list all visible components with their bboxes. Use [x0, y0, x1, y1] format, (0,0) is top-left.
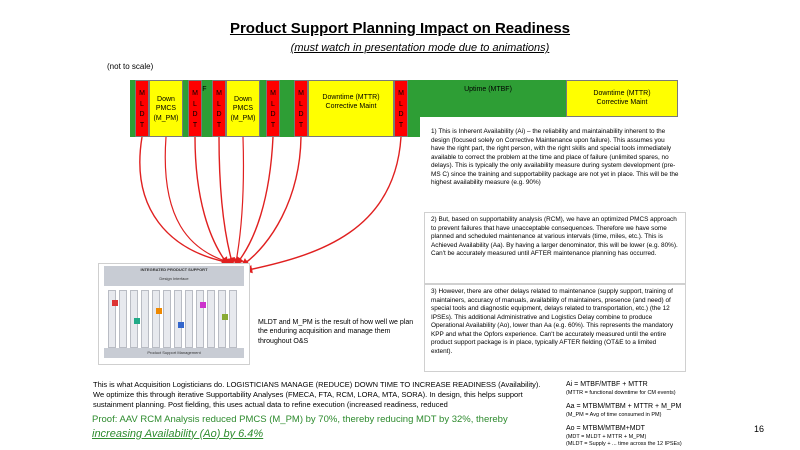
mldt-letter: L: [271, 100, 275, 108]
pillar-icon: [156, 308, 162, 314]
formula-aa-text: Aa = MTBM/MTBM + MTTR + M_PM: [566, 403, 682, 410]
pmcs-box-1: Down PMCS (M_PM): [149, 80, 183, 137]
mldt-letter: M: [270, 90, 276, 97]
mldt-letter: D: [139, 111, 145, 118]
support-roof: [104, 266, 244, 286]
formula-ao: Ao = MTBM/MTBM+MDT (MDT = MLDT + MTTR + …: [566, 424, 746, 449]
mttr-line: Downtime (MTTR): [593, 90, 651, 97]
arrow-5: [240, 136, 302, 267]
mldt-letter: L: [193, 100, 197, 108]
pmcs-line: PMCS: [232, 105, 254, 113]
mldt-letter: M: [398, 90, 404, 97]
mldt-letter: M: [216, 90, 222, 97]
mldt-letter: L: [217, 100, 221, 108]
pillar-icon: [134, 318, 140, 324]
arrow-1: [139, 136, 231, 266]
downtime-mttr-box-2: Downtime (MTTR) Corrective Maint: [566, 80, 678, 117]
support-pillar: [207, 290, 215, 348]
mttr-line: Downtime (MTTR): [322, 94, 380, 101]
pmcs-line: PMCS: [155, 105, 177, 113]
support-pillar: [185, 290, 193, 348]
proof-line-2: increasing Availability (Ao) by 6.4%: [92, 427, 264, 440]
page-subtitle: (must watch in presentation mode due to …: [290, 42, 550, 54]
pmcs-line: (M_PM): [153, 114, 179, 122]
page-title: Product Support Planning Impact on Readi…: [229, 20, 571, 37]
formula-ai: Ai = MTBF/MTBF + MTTR (MTTR = functional…: [566, 380, 746, 397]
support-pillar: [174, 290, 182, 348]
formula-aa: Aa = MTBM/MTBM + MTTR + M_PM (M_PM = Avg…: [566, 402, 746, 419]
mldt-note: MLDT and M_PM is the result of how well …: [258, 319, 414, 345]
mldt-letter: D: [298, 111, 304, 118]
formula-ai-sub: (MTTR = functional downtime for CM event…: [566, 389, 676, 396]
support-pillar: [229, 290, 237, 348]
mldt-letter: T: [270, 121, 276, 129]
mldt-column-5: M L D T: [294, 80, 308, 137]
arrow-6: [243, 136, 402, 274]
mldt-letter: D: [216, 111, 222, 118]
arrow-4: [235, 136, 274, 266]
formula-ai-text: Ai = MTBF/MTBF + MTTR: [566, 381, 648, 388]
arrow-2: [194, 136, 229, 266]
mldt-letter: M: [139, 90, 145, 97]
support-base: [104, 348, 244, 358]
arrow-pmcs-1: [164, 136, 232, 265]
pmcs-box-2: Down PMCS (M_PM): [226, 80, 260, 137]
pillar-icon: [200, 302, 206, 308]
mldt-column-3: M L D T: [212, 80, 226, 137]
arrow-pmcs-2: [233, 136, 245, 266]
proof-statement: Proof: AAV RCM Analysis reduced PMCS (M_…: [92, 414, 552, 442]
note-inherent-availability: 1) This is Inherent Availability (Ai) – …: [424, 124, 686, 212]
bottom-text: This is what Acquisition Logisticians do…: [93, 380, 541, 409]
mldt-letter: M: [298, 90, 304, 97]
mldt-letter: M: [192, 90, 198, 97]
support-base-label: Product Support Management: [147, 350, 201, 355]
proof-line-1: Proof: AAV RCM Analysis reduced PMCS (M_…: [92, 414, 508, 425]
support-pillar: [119, 290, 127, 348]
support-pillar: [196, 290, 204, 348]
formula-ao-sub-2: (MLDT = Supply + ... time across the 12 …: [566, 441, 682, 448]
mldt-column-2: M L D T: [188, 80, 202, 137]
mttr-line: Corrective Maint: [596, 99, 648, 107]
pmcs-line: Down: [157, 96, 175, 103]
arrow-3: [218, 136, 235, 267]
mldt-column-1: M L D T: [135, 80, 149, 137]
pillar-icon: [178, 322, 184, 328]
mldt-letter: T: [398, 121, 404, 129]
downtime-mttr-box-1: Downtime (MTTR) Corrective Maint: [308, 80, 394, 137]
mldt-letter: T: [216, 121, 222, 129]
mldt-column-6: M L D T: [394, 80, 408, 137]
mldt-letter: L: [299, 100, 303, 108]
note-operational-availability: 3) However, there are other delays relat…: [424, 284, 686, 372]
support-pillar: [141, 290, 149, 348]
mldt-letter: D: [270, 111, 276, 118]
formula-aa-sub: (M_PM = Avg of time consumed in PM): [566, 411, 662, 418]
mldt-column-4: M L D T: [266, 80, 280, 137]
formula-ao-sub-1: (MDT = MLDT + MTTR + M_PM): [566, 433, 647, 440]
mldt-letter: D: [398, 111, 404, 118]
pillar-icon: [222, 314, 228, 320]
pillar-icon: [112, 300, 118, 306]
uptime-label: Uptime (MTBF): [464, 86, 512, 93]
mldt-letter: T: [298, 121, 304, 129]
mldt-letter: L: [140, 100, 144, 108]
support-pillar: [152, 290, 160, 348]
mttr-line: Corrective Maint: [325, 103, 377, 111]
page-number: 16: [754, 424, 765, 434]
pmcs-line: Down: [234, 96, 252, 103]
note-achieved-availability: 2) But, based on supportability analysis…: [424, 212, 686, 284]
mldt-letter: D: [192, 111, 198, 118]
formula-ao-text: Ao = MTBM/MTBM+MDT: [566, 425, 645, 432]
scale-note: (not to scale): [107, 62, 154, 71]
support-roof-label: Design Interface: [159, 276, 189, 281]
support-pillar: [163, 290, 171, 348]
support-pillar: [108, 290, 116, 348]
pmcs-line: (M_PM): [230, 114, 256, 122]
mldt-letter: T: [192, 121, 198, 129]
support-title: INTEGRATED PRODUCT SUPPORT: [140, 267, 208, 272]
mldt-letter: T: [139, 121, 145, 129]
mldt-letter: L: [399, 100, 403, 108]
